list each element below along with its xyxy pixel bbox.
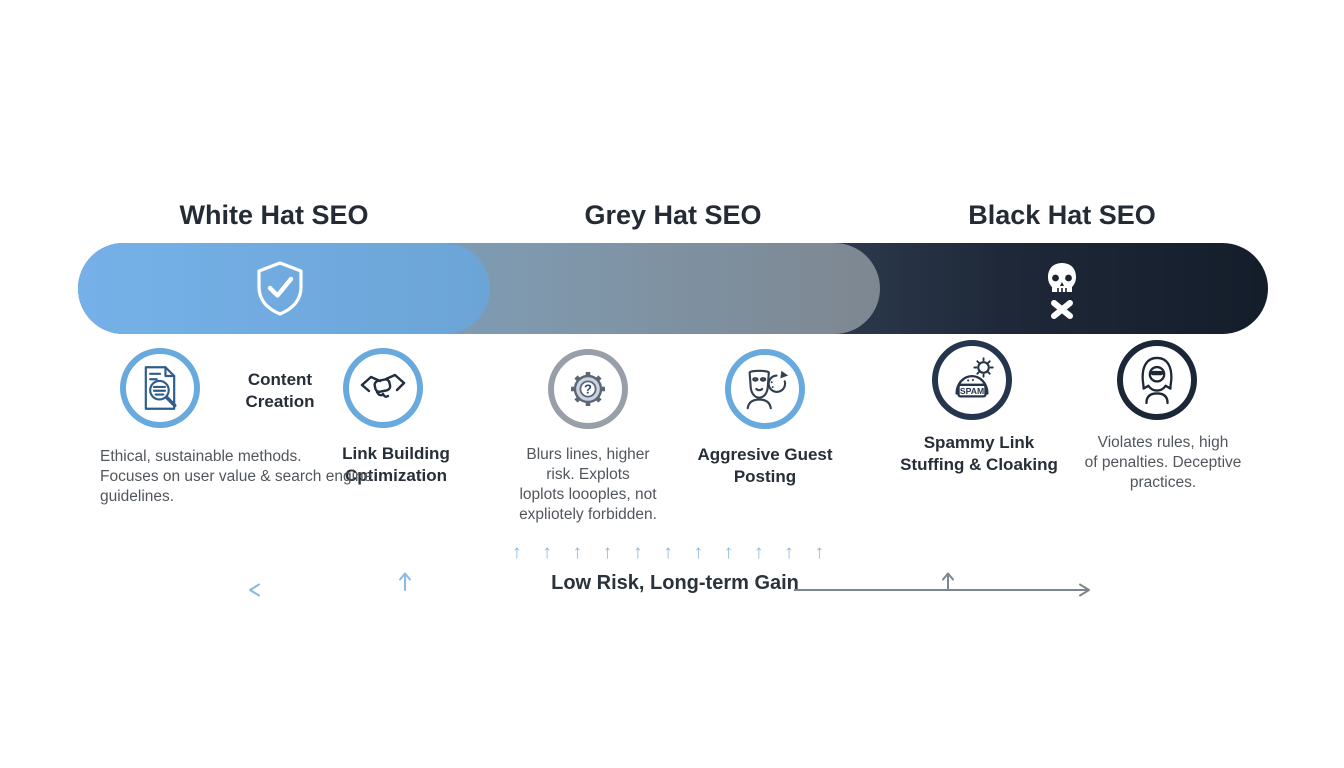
guest-posting-circle [725,349,805,429]
up-arrow-icon: ↑ [512,541,522,563]
up-arrow-icon: ↑ [572,541,583,563]
mask-refresh-icon [746,369,789,410]
spam-pile-icon: SPAM [955,357,994,398]
goggles-band [1150,370,1164,376]
small-arrows-row: ↑ ↑ ↑ ↑ ↑ ↑ ↑ ↑ ↑ ↑ ↑ [512,540,824,564]
up-arrow-icon: ↑ [754,541,764,563]
content-creation-label: Content Creation [245,370,315,411]
black-hat-title: Black Hat SEO [968,200,1156,230]
up-arrow-icon: ↑ [633,541,643,563]
link-building-circle [343,348,423,428]
document-search-icon [144,366,177,410]
handshake-icon [360,373,406,398]
up-arrow-icon: ↑ [542,541,552,563]
grey-hat-description: Blurs lines, higher risk. Explots loplot… [519,446,657,523]
spam-badge-text: SPAM [960,386,984,396]
black-hat-description: Violates rules, high of penalties. Decep… [1084,434,1242,491]
spammy-link-label: Spammy Link Stuffing & Cloaking [900,433,1058,474]
aggressive-guest-label: Aggresive Guest Posting [697,445,833,486]
gear-question-icon: ? [571,372,605,406]
risk-axis-left [249,572,561,597]
up-arrow-icon: ↑ [784,541,794,563]
shield-check-icon [257,261,303,316]
up-arrow-icon: ↑ [602,541,613,563]
risk-axis-label: Low Risk, Long-term Gain [551,572,799,594]
content-creation-circle [120,348,200,428]
up-arrow-icon: ↑ [723,541,734,563]
seo-spectrum-bar [78,243,1268,334]
up-arrow-icon: ↑ [693,541,704,563]
question-mark-glyph: ? [584,382,592,397]
white-hat-title: White Hat SEO [179,200,369,230]
grey-hat-title: Grey Hat SEO [584,200,762,230]
grey-methods-circle: ? [548,349,628,429]
spammy-link-circle: SPAM [932,340,1012,420]
white-hat-description: Ethical, sustainable methods. Focuses on… [100,448,373,505]
risk-axis-right [794,572,1090,597]
deceptive-practices-circle [1117,340,1197,420]
up-arrow-icon: ↑ [814,541,825,563]
hooded-hacker-icon [1141,356,1173,405]
link-building-label: Link Building Cptimization [342,444,450,485]
up-arrow-icon: ↑ [663,541,673,563]
skull-crossbones-icon [1048,263,1076,319]
